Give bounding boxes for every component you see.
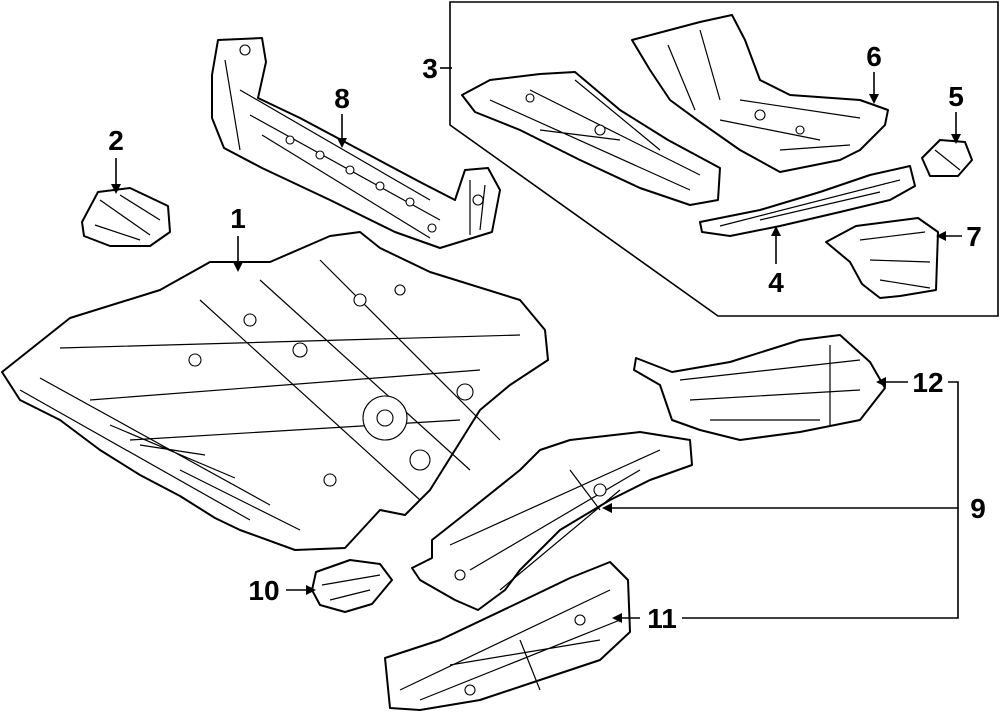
callout-2: 2 (108, 125, 124, 156)
callout-3: 3 (422, 53, 438, 84)
callout-6: 6 (866, 41, 882, 72)
callout-9: 9 (970, 493, 986, 524)
part-5-bracket (921, 139, 973, 177)
callout-10: 10 (248, 575, 279, 606)
callout-12: 12 (912, 367, 943, 398)
part-7-bracket (825, 217, 939, 299)
part-6-floor-panel (631, 14, 889, 173)
leader-bracket-9-11-12 (682, 381, 959, 619)
part-1-floor-pan (1, 231, 549, 551)
part-10-bracket (311, 559, 393, 613)
part-9-rear-frame (411, 431, 693, 611)
part-11-side-sill (384, 561, 631, 711)
part-4-floor-rail (699, 165, 916, 237)
callout-1: 1 (230, 203, 246, 234)
callout-11: 11 (647, 603, 677, 634)
part-8-crossmember (211, 37, 501, 249)
subassembly-inset-box (449, 1, 999, 317)
part-12-side-member (633, 334, 886, 441)
callout-8: 8 (334, 83, 350, 114)
callout-4: 4 (768, 267, 784, 298)
callout-5: 5 (948, 81, 964, 112)
part-3-upper-floor-pan (461, 71, 721, 206)
part-2-bracket (81, 187, 171, 247)
callout-7: 7 (966, 221, 982, 252)
